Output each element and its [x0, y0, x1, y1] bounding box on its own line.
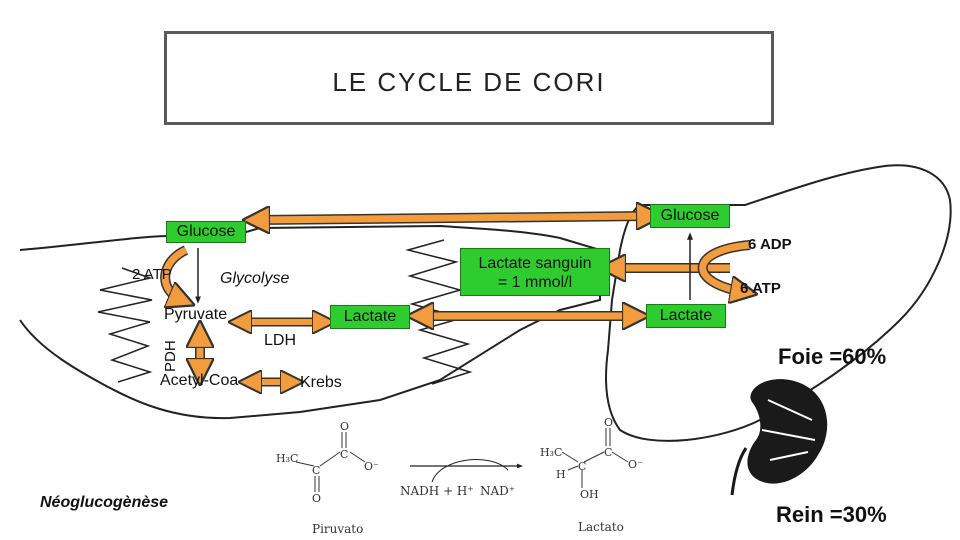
- liver-lactate-label: Lactate: [659, 307, 713, 324]
- lactate-o-top: O: [604, 416, 614, 429]
- kidney-icon: [730, 379, 828, 496]
- pyruvate-o-top: O: [340, 420, 350, 433]
- pyruvate-h3c: H₃C: [276, 452, 299, 465]
- muscle-lactate-label: Lactate: [343, 308, 397, 325]
- foie-label: Foie =60%: [778, 344, 887, 369]
- krebs-label: Krebs: [300, 374, 342, 391]
- lactate-sanguin-line1: Lactate sanguin: [478, 255, 592, 272]
- muscle-glucose-box: Glucose: [166, 221, 246, 243]
- glycolyse-curved-arrow: [161, 246, 186, 300]
- ldh-label: LDH: [264, 332, 297, 349]
- muscle-fibers-left: [97, 267, 153, 383]
- rein-label: Rein =30%: [776, 502, 887, 527]
- lactate-h3c: H₃C: [540, 446, 563, 459]
- muscle-outline: [19, 224, 601, 420]
- reaction-nadh: NADH + H⁺: [400, 484, 474, 498]
- liver-atp-label: 6 ATP: [740, 280, 781, 297]
- nadh-curve: [431, 459, 509, 483]
- acetyl-coa-label: Acetyl-Coa: [160, 372, 239, 389]
- liver-glucose-box: Glucose: [650, 204, 730, 228]
- reaction-nad: NAD⁺: [480, 484, 516, 498]
- pyruvate-c-carboxyl: C: [340, 448, 349, 461]
- lactate-sanguin-box: Lactate sanguin = 1 mmol/l: [460, 248, 610, 296]
- liver-adp-label: 6 ADP: [748, 236, 792, 253]
- pyruvate-structure: [295, 432, 366, 492]
- lactate-sanguin-line2: = 1 mmol/l: [497, 274, 573, 291]
- muscle-lactate-box: Lactate: [330, 305, 410, 329]
- lactate-o-minus: O⁻: [628, 458, 643, 471]
- lactate-name: Lactato: [578, 520, 624, 534]
- pyruvate-label: Pyruvate: [164, 306, 228, 323]
- muscle-atp-label: 2 ATP: [132, 266, 172, 283]
- lactate-h: H: [556, 468, 566, 481]
- neoglucogenese-label: Néoglucogènèse: [40, 494, 169, 511]
- title-box: LE CYCLE DE CORI: [164, 31, 774, 125]
- muscle-glucose-label: Glucose: [176, 223, 236, 240]
- liver-lactate-box: Lactate: [646, 304, 726, 328]
- lactate-c-alpha: C: [578, 460, 587, 473]
- lactate-c-carboxyl: C: [604, 446, 613, 459]
- lactate-oh: OH: [580, 488, 599, 501]
- lactate-structure: [561, 428, 629, 488]
- liver-curved-arrow: [699, 241, 750, 292]
- liver-outline: [604, 164, 952, 442]
- page-title: LE CYCLE DE CORI: [332, 67, 606, 97]
- liver-glucose-label: Glucose: [660, 207, 720, 224]
- pyruvate-o-bottom: O: [312, 492, 322, 505]
- pyruvate-c-keto: C: [312, 464, 321, 477]
- pyruvate-o-minus: O⁻: [364, 460, 379, 473]
- pyruvate-name: Piruvato: [312, 522, 364, 536]
- glycolyse-label: Glycolyse: [220, 270, 290, 287]
- pdh-label: PDH: [162, 340, 179, 372]
